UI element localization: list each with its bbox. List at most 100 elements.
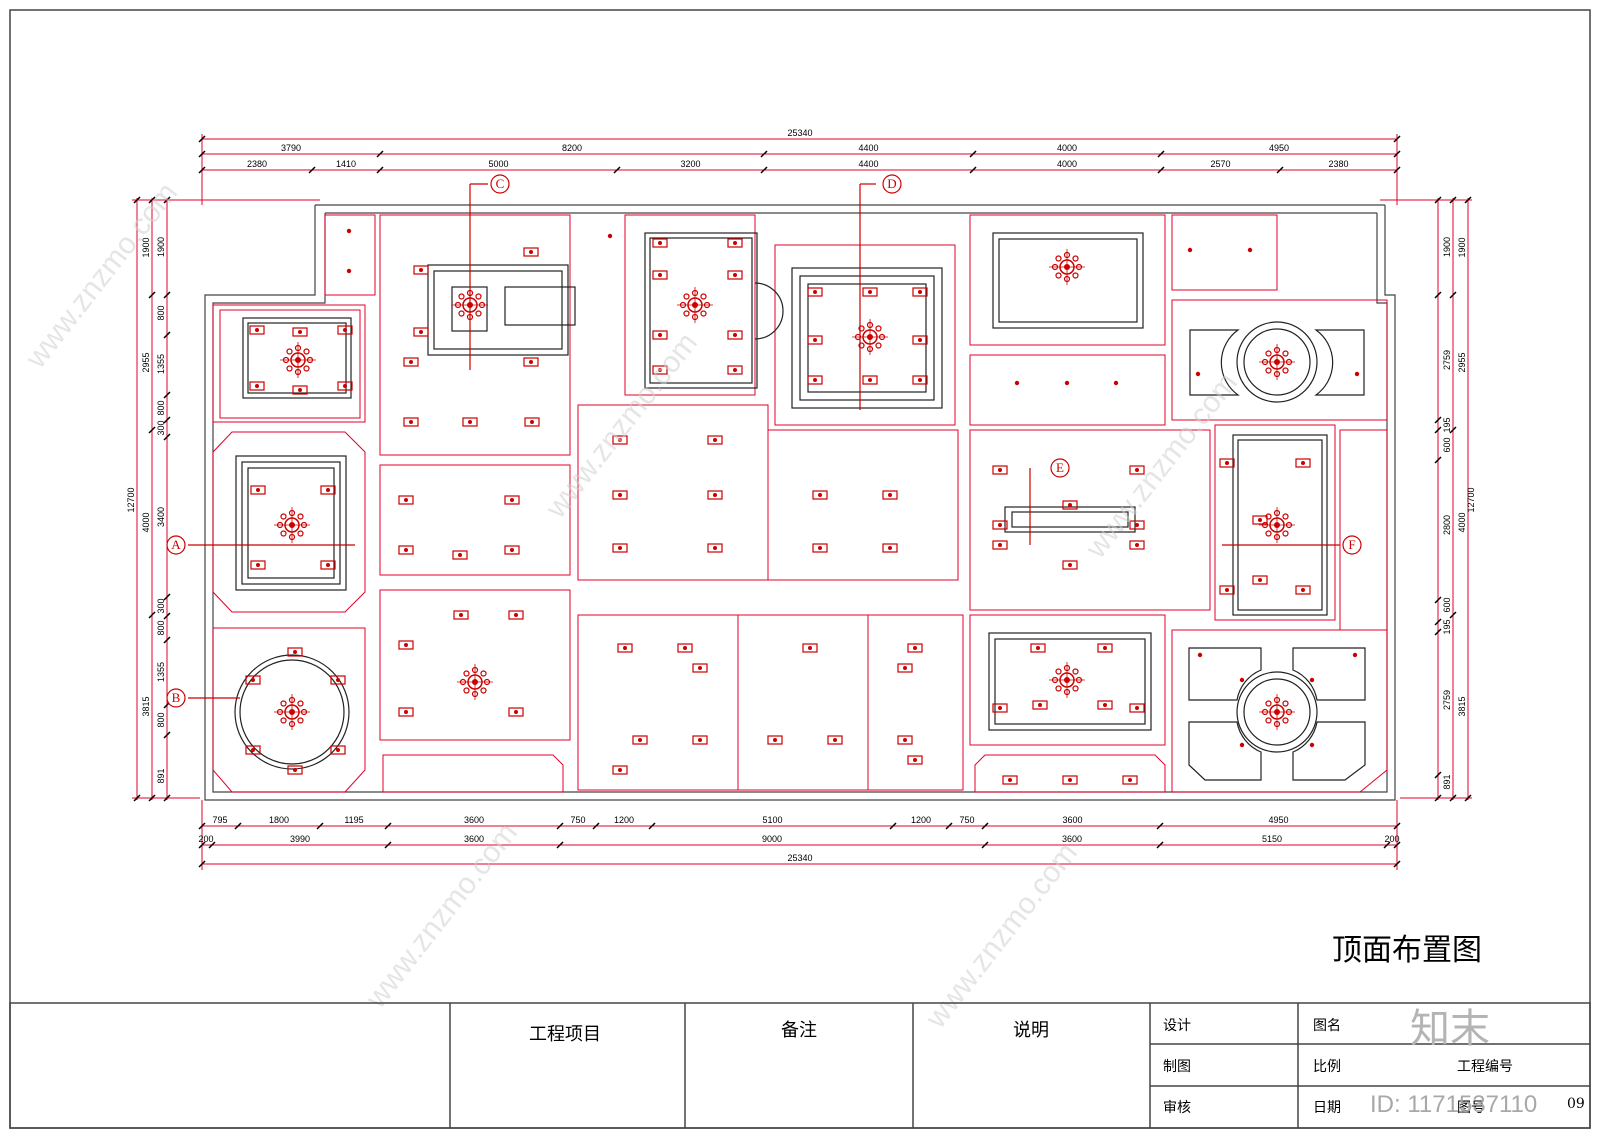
right-dimension-value: 3815 (1457, 696, 1467, 716)
bottom-dimension-value: 3600 (1062, 834, 1082, 844)
downlight-icon (807, 335, 823, 345)
downlight-icon (612, 490, 628, 500)
left-dimension-value: 3815 (141, 696, 151, 716)
downlight-icon (992, 520, 1008, 530)
left-dimension-value: 300 (156, 598, 166, 613)
top-dimension-value: 2570 (1210, 159, 1230, 169)
bottom-dimension-value: 1800 (269, 815, 289, 825)
downlight-icon (452, 550, 468, 560)
downlight-icon (398, 495, 414, 505)
bottom-dimension-value: 5100 (762, 815, 782, 825)
downlight-icon (882, 490, 898, 500)
dimension-tick (198, 166, 206, 174)
downlight-icon (1295, 585, 1311, 595)
bottom-dimension-value: 1200 (911, 815, 931, 825)
downlight-icon (250, 560, 266, 570)
downlight-icon (249, 325, 265, 335)
left-dimension-value: 3400 (156, 507, 166, 527)
left-dimension-value: 800 (156, 620, 166, 635)
downlight-icon (1030, 643, 1046, 653)
bottom-dimensions (201, 800, 1398, 870)
downlight-icon (245, 745, 261, 755)
downlight-icon (1097, 700, 1113, 710)
left-dimension-value: 300 (156, 420, 166, 435)
title-block-project-no-label: 工程编号 (1457, 1059, 1513, 1075)
downlight-icon (292, 327, 308, 337)
watermark-text: www.znzmo.com (919, 837, 1084, 1035)
downlight-icon (403, 417, 419, 427)
dimension-tick (163, 196, 171, 204)
section-marker-d: D (882, 174, 902, 194)
downlight-icon (862, 375, 878, 385)
title-block-project-label: 工程项目 (529, 1024, 601, 1045)
spotlight-icon (1014, 380, 1020, 386)
downlight-icon (250, 485, 266, 495)
watermark-text: www.znzmo.com (359, 817, 524, 1015)
dimension-tick (1449, 291, 1457, 299)
left-dimension-value: 800 (156, 400, 166, 415)
dimension-tick (148, 196, 156, 204)
right-dimension-value: 2759 (1442, 350, 1452, 370)
dimension-tick (1156, 822, 1164, 830)
right-total-dimension: 12700 (1466, 487, 1476, 512)
bottom-dimension-value: 1195 (344, 815, 363, 825)
dimension-tick (1393, 822, 1401, 830)
dimension-tick (163, 331, 171, 339)
dimension-tick (1434, 426, 1442, 434)
downlight-icon (992, 540, 1008, 550)
right-dimension-value: 195 (1442, 417, 1452, 432)
downlight-icon (827, 735, 843, 745)
section-marker-f: F (1342, 535, 1362, 555)
downlight-icon (807, 287, 823, 297)
dimension-tick (889, 822, 897, 830)
section-marker-label: B (172, 690, 181, 705)
dimension-tick (981, 822, 989, 830)
watermark-brand: 知末 (1410, 1006, 1490, 1052)
top-dimension-value: 3790 (281, 143, 301, 153)
top-dimension-value: 1410 (336, 159, 356, 169)
downlight-icon (504, 495, 520, 505)
top-dimension-value: 4000 (1057, 159, 1077, 169)
downlight-icon (897, 663, 913, 673)
downlight-icon (413, 265, 429, 275)
bottom-dimension-value: 4950 (1268, 815, 1288, 825)
dimension-tick (969, 166, 977, 174)
bottom-dimension-value: 3600 (464, 815, 484, 825)
top-dimension-value: 2380 (1328, 159, 1348, 169)
dimension-tick (1434, 456, 1442, 464)
downlight-icon (1129, 540, 1145, 550)
bottom-dimension-value: 5150 (1262, 834, 1282, 844)
downlight-icon (320, 560, 336, 570)
downlight-icon (508, 610, 524, 620)
dimension-tick (163, 612, 171, 620)
dimension-tick (308, 166, 316, 174)
downlight-icon (802, 643, 818, 653)
downlight-icon (1219, 458, 1235, 468)
right-dimension-ticks (1434, 196, 1472, 802)
downlight-icon (1062, 775, 1078, 785)
downlight-icon (287, 647, 303, 657)
dimension-tick (163, 731, 171, 739)
downlight-icon (897, 735, 913, 745)
section-marker-e: E (1050, 458, 1070, 478)
spotlight-icon (1239, 742, 1245, 748)
dimension-tick (1434, 596, 1442, 604)
left-dimension-value: 2955 (141, 352, 151, 372)
bottom-dimension-value: 1200 (614, 815, 634, 825)
top-dimension-value: 4000 (1057, 143, 1077, 153)
chandelier-icon (677, 287, 713, 323)
chandelier-icon (1259, 344, 1295, 380)
right-dimension-value: 2759 (1442, 690, 1452, 710)
downlight-icon (907, 643, 923, 653)
spotlight-icon (1064, 380, 1070, 386)
spotlight-icon (1309, 677, 1315, 683)
title-block-review-label: 审核 (1163, 1100, 1191, 1116)
right-dimension-value: 1900 (1442, 237, 1452, 257)
section-marker-b: B (166, 688, 186, 708)
downlight-icon (330, 745, 346, 755)
bottom-dimension-value: 9000 (762, 834, 782, 844)
dimension-tick (384, 822, 392, 830)
